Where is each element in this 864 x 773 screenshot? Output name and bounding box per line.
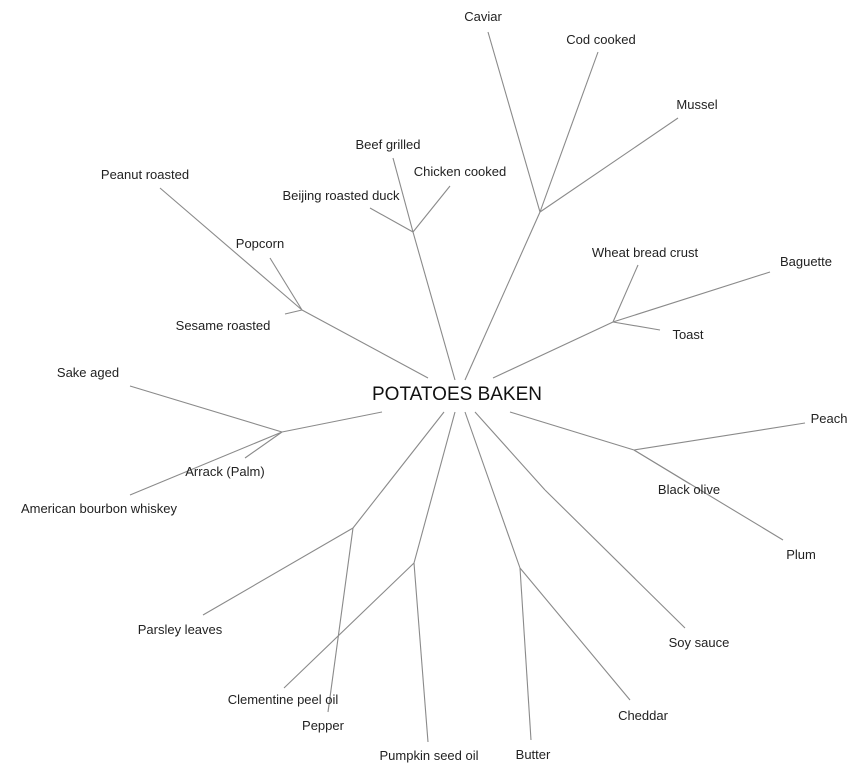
- tree-edge: [129, 385, 283, 433]
- leaf-label-beef-grilled: Beef grilled: [355, 137, 420, 152]
- tree-edge: [159, 187, 303, 311]
- leaf-label-black-olive: Black olive: [658, 482, 720, 497]
- leaf-label-cod-cooked: Cod cooked: [566, 32, 635, 47]
- tree-edge: [519, 567, 532, 741]
- leaf-label-popcorn: Popcorn: [236, 236, 284, 251]
- tree-edge: [519, 567, 631, 701]
- leaf-label-butter: Butter: [516, 747, 551, 762]
- tree-edge: [487, 31, 541, 213]
- tree-edge: [633, 449, 784, 541]
- leaf-label-sesame-roasted: Sesame roasted: [176, 318, 271, 333]
- tree-edge: [244, 431, 283, 459]
- tree-edge: [202, 527, 354, 616]
- leaf-label-mussel: Mussel: [676, 97, 717, 112]
- leaf-label-pumpkin-seed-oil: Pumpkin seed oil: [380, 748, 479, 763]
- tree-edge: [544, 489, 686, 629]
- leaf-label-beijing-roasted-duck: Beijing roasted duck: [282, 188, 400, 203]
- tree-edge: [464, 211, 541, 381]
- leaf-label-cheddar: Cheddar: [618, 708, 669, 723]
- leaf-label-baguette: Baguette: [780, 254, 832, 269]
- leaf-label-caviar: Caviar: [464, 9, 502, 24]
- leaf-label-soy-sauce: Soy sauce: [669, 635, 730, 650]
- tree-edge: [412, 185, 451, 233]
- root-node-label: POTATOES BAKEN: [372, 384, 542, 405]
- tree-edge: [369, 207, 414, 233]
- tree-edge: [327, 527, 354, 713]
- tree-edge: [269, 257, 303, 311]
- leaf-label-peanut-roasted: Peanut roasted: [101, 167, 189, 182]
- tree-edge: [633, 422, 806, 451]
- tree-edge: [392, 157, 414, 233]
- tree-edge: [412, 231, 456, 381]
- leaf-label-toast: Toast: [672, 327, 703, 342]
- leaf-label-peach: Peach: [811, 411, 848, 426]
- tree-edge: [281, 411, 383, 433]
- leaf-label-plum: Plum: [786, 547, 816, 562]
- tree-edge: [129, 431, 283, 496]
- leaf-label-sake-aged: Sake aged: [57, 365, 119, 380]
- tree-edges: [129, 31, 806, 743]
- tree-edge: [413, 411, 456, 564]
- tree-edge: [283, 562, 415, 689]
- leaf-label-clementine-peel-oil: Clementine peel oil: [228, 692, 339, 707]
- tree-edge: [539, 51, 599, 213]
- leaf-label-parsley-leaves: Parsley leaves: [138, 622, 223, 637]
- tree-edge: [539, 117, 679, 213]
- tree-edge: [284, 309, 303, 315]
- tree-edge: [612, 321, 661, 331]
- tree-edge: [413, 562, 429, 743]
- leaf-label-wheat-bread-crust: Wheat bread crust: [592, 245, 699, 260]
- tree-edge: [474, 411, 546, 491]
- leaf-label-chicken-cooked: Chicken cooked: [414, 164, 507, 179]
- tree-edge: [301, 309, 429, 379]
- leaf-label-american-bourbon-whiskey: American bourbon whiskey: [21, 501, 178, 516]
- tree-edge: [612, 271, 771, 323]
- tree-edge: [612, 264, 639, 323]
- tree-edge: [509, 411, 635, 451]
- tree-edge: [352, 411, 445, 529]
- leaf-label-arrack-palm: Arrack (Palm): [185, 464, 264, 479]
- tree-edge: [492, 321, 614, 379]
- tree-edge: [464, 411, 521, 569]
- leaf-label-pepper: Pepper: [302, 718, 345, 733]
